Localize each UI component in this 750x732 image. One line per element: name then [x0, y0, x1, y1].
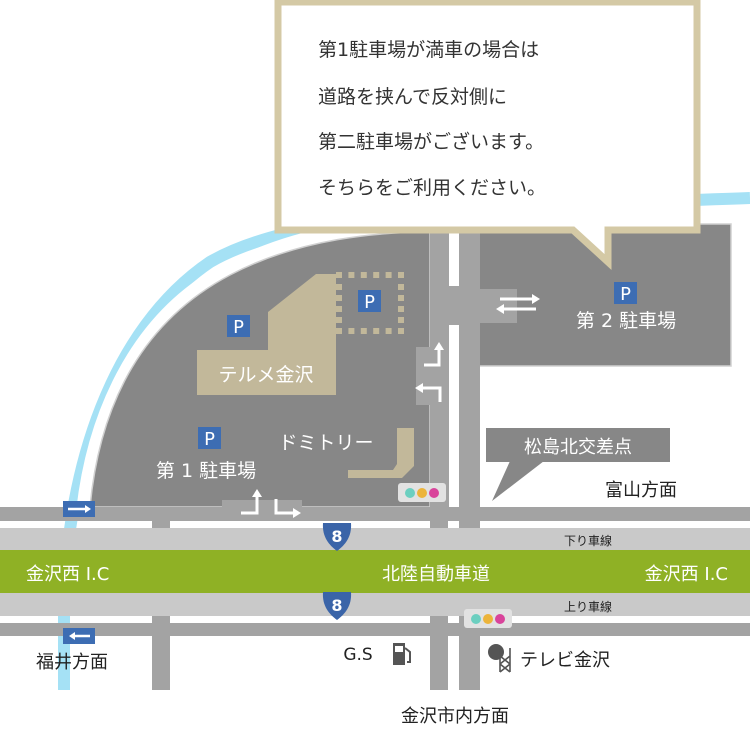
- road-lower: [0, 623, 750, 636]
- outline-dot: [336, 306, 342, 312]
- expressway-band: [0, 550, 750, 593]
- up-lane-band: [0, 593, 750, 616]
- gs-label: G.S: [343, 645, 372, 665]
- notice-line-4: そちらをご利用ください。: [318, 177, 546, 199]
- outline-dot: [336, 295, 342, 301]
- outline-dot: [360, 328, 367, 334]
- intersection-callout: 松島北交差点: [486, 428, 670, 501]
- svg-text:P: P: [204, 429, 215, 450]
- arrow-icon: [63, 501, 95, 517]
- notice-callout: 第1駐車場が満車の場合は 道路を挟んで反対側に 第二駐車場がございます。 そちら…: [274, 0, 701, 270]
- notice-line-3: 第二駐車場がございます。: [318, 130, 544, 153]
- tv-tower-icon: [488, 644, 511, 673]
- lot-1-entrance: [416, 347, 430, 405]
- route-shield-icon: 8: [322, 523, 352, 551]
- lot-2-entrance: [459, 289, 517, 323]
- outline-dot: [398, 306, 404, 312]
- terme-label: テルメ金沢: [218, 364, 313, 386]
- outline-dot: [373, 328, 380, 334]
- expressway-label: 北陸自動車道: [382, 564, 490, 585]
- ic-left-label: 金沢西 I.C: [26, 564, 109, 585]
- svg-text:8: 8: [331, 527, 342, 546]
- fukui-direction: 福井方面: [36, 652, 108, 673]
- arrow-icon: [241, 297, 536, 515]
- road-upper: [0, 507, 750, 521]
- gas-pump-icon: [393, 643, 411, 665]
- outline-dot: [336, 317, 342, 323]
- down-lane-label: 下り車線: [564, 533, 612, 548]
- outline-dot: [348, 328, 355, 334]
- lot-1-exit: [222, 500, 302, 510]
- outline-dot: [398, 317, 404, 323]
- parking-sign-icon: P: [358, 290, 381, 313]
- outline-dot: [348, 272, 355, 278]
- dormitory-building: [348, 428, 414, 478]
- parking-2-label: 第 2 駐車場: [576, 310, 676, 332]
- outline-dot: [385, 328, 392, 334]
- dormitory-label: ドミトリー: [278, 432, 373, 454]
- route-shield-icon: 8: [322, 592, 352, 620]
- svg-text:P: P: [620, 284, 631, 305]
- outline-dot: [373, 272, 380, 278]
- parking-sign-icon: P: [614, 282, 637, 305]
- outline-dot: [398, 272, 404, 278]
- svg-text:P: P: [233, 317, 244, 338]
- outline-dot: [398, 295, 404, 301]
- outline-dot: [336, 272, 342, 278]
- outline-dot: [398, 328, 404, 334]
- arrow-icon: [63, 628, 95, 644]
- dotted-parking-outline: [336, 272, 404, 334]
- ic-right-label: 金沢西 I.C: [645, 564, 728, 585]
- svg-text:松島北交差点: 松島北交差点: [524, 437, 632, 458]
- terme-building: [197, 274, 336, 395]
- outline-dot: [385, 272, 392, 278]
- parking-sign-icon: P: [227, 315, 250, 338]
- traffic-light-icon: [464, 609, 512, 628]
- kanazawa-city-direction: 金沢市内方面: [401, 706, 509, 727]
- outline-dot: [360, 272, 367, 278]
- down-lane-band: [0, 528, 750, 552]
- outline-dot: [336, 328, 342, 334]
- road-divider: [449, 325, 459, 511]
- road-divider: [449, 232, 459, 286]
- parking-1-label: 第 1 駐車場: [156, 460, 256, 482]
- parking-sign-icon: P: [198, 427, 221, 450]
- toyama-direction: 富山方面: [605, 480, 677, 501]
- tv-kanazawa-label: テレビ金沢: [520, 650, 610, 671]
- svg-text:8: 8: [331, 596, 342, 615]
- traffic-light-icon: [398, 483, 446, 502]
- notice-line-2: 道路を挟んで反対側に: [318, 86, 507, 108]
- svg-text:P: P: [364, 292, 375, 313]
- up-lane-label: 上り車線: [564, 599, 612, 614]
- outline-dot: [336, 284, 342, 290]
- notice-line-1: 第1駐車場が満車の場合は: [318, 39, 539, 61]
- arrow-head: [252, 294, 540, 518]
- outline-dot: [398, 284, 404, 290]
